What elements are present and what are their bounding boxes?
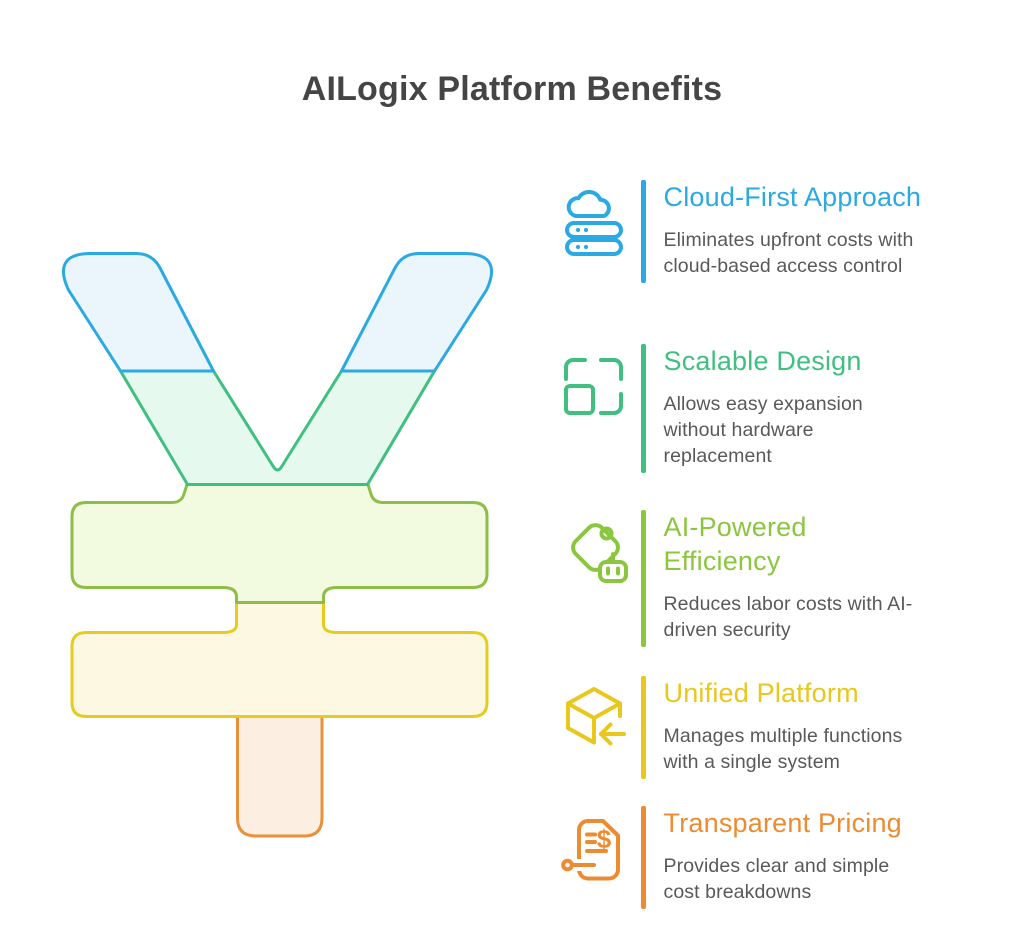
benefit-row-cloud-first: Cloud-First Approach Eliminates upfront … bbox=[556, 180, 921, 283]
benefit-description: Manages multiple functions with a single… bbox=[663, 725, 903, 773]
benefit-description: Provides clear and simple cost breakdown… bbox=[663, 855, 890, 903]
benefit-row-transparent: $ Transparent Pricing Provides clear and… bbox=[556, 806, 916, 909]
benefit-row-unified: Unified Platform Manages multiple functi… bbox=[556, 676, 916, 779]
dollar-glyph: $ bbox=[597, 824, 612, 854]
scale-corners-icon bbox=[556, 350, 632, 426]
yen-segment-transparent-stem bbox=[236, 715, 324, 838]
benefit-title: Cloud-First Approach bbox=[663, 182, 922, 212]
page-title: AILogix Platform Benefits bbox=[301, 70, 723, 108]
yen-segment-cloud-right-arm bbox=[340, 252, 493, 373]
yen-segment-cloud-left-arm bbox=[62, 252, 215, 373]
benefit-divider bbox=[641, 676, 646, 779]
ai-tag-icon bbox=[556, 516, 632, 592]
benefit-title: Scalable Design bbox=[663, 346, 862, 376]
benefit-divider bbox=[641, 806, 646, 909]
benefit-divider bbox=[641, 510, 646, 647]
benefit-description: Allows easy expansion without hardware r… bbox=[663, 393, 863, 467]
benefit-row-ai-efficiency: AI-Powered Efficiency Reduces labor cost… bbox=[556, 510, 916, 647]
cube-arrow-icon bbox=[556, 682, 632, 758]
yen-segment-ai-bar bbox=[70, 483, 489, 604]
cloud-server-icon bbox=[556, 186, 632, 262]
benefit-description: Eliminates upfront costs with cloud-base… bbox=[663, 229, 914, 277]
benefit-title: AI-Powered Efficiency bbox=[663, 512, 807, 576]
benefit-divider bbox=[641, 180, 646, 283]
benefit-title: Unified Platform bbox=[663, 678, 859, 708]
benefit-row-scalable: Scalable Design Allows easy expansion wi… bbox=[556, 344, 916, 473]
benefit-divider bbox=[641, 344, 646, 473]
yen-segment-scalable-v bbox=[119, 369, 436, 486]
yen-segment-unified-bar bbox=[70, 601, 489, 718]
benefit-title: Transparent Pricing bbox=[663, 808, 902, 838]
benefit-description: Reduces labor costs with AI-driven secur… bbox=[663, 593, 913, 641]
invoice-icon: $ bbox=[556, 812, 632, 888]
